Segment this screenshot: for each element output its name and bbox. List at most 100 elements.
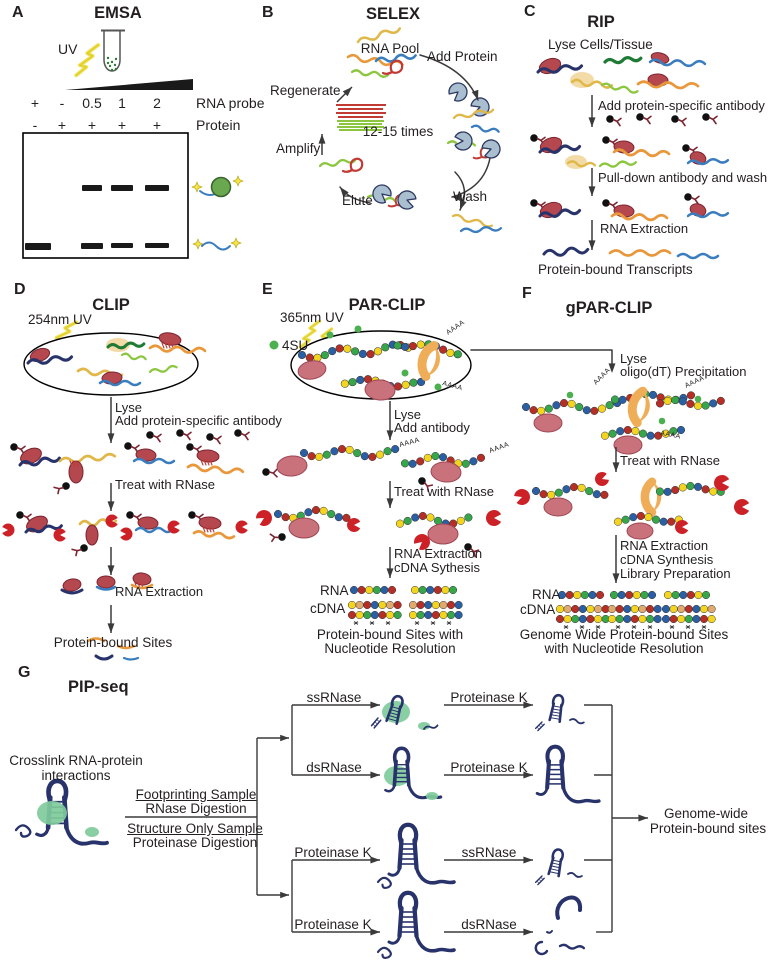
- rna-squiggle: [98, 379, 142, 387]
- lane-value: +: [57, 117, 67, 133]
- rna-squiggle: [558, 943, 586, 950]
- conversion-mark: [669, 625, 675, 629]
- conversion-mark: [414, 621, 420, 625]
- add-protein-label: Add Protein: [427, 49, 498, 64]
- protein-icon: [85, 524, 99, 546]
- antibody-icon: [262, 468, 278, 478]
- rna-squiggle: [106, 341, 146, 350]
- rnase-icon: [347, 518, 361, 532]
- cell-ellipse: [23, 332, 199, 396]
- rna-squiggle: [423, 724, 439, 730]
- protein-icon: [543, 497, 573, 517]
- uv-bolt-icon: [74, 43, 101, 78]
- panel-rip-artwork: [530, 52, 730, 260]
- rna-hairpin-icon: [384, 746, 443, 800]
- protein-icon: [427, 523, 459, 545]
- rna-squiggle: [686, 211, 730, 219]
- panel-emsa: A EMSA UV + - 0.5 1 2 RNA probe - + + + …: [0, 0, 264, 270]
- proteinase-k-label: Proteinase K: [294, 917, 372, 932]
- rna-hairpin-small: [381, 59, 404, 75]
- gel-band: [25, 243, 51, 250]
- rna-squiggle: [356, 27, 402, 44]
- panel-selex-artwork: [318, 27, 503, 234]
- rna-squiggle: [569, 718, 585, 725]
- conversion-mark: [430, 621, 436, 625]
- result-line1: Protein-bound Sites with: [316, 627, 464, 642]
- antibody-icon: [186, 443, 202, 455]
- rna-squiggle: [570, 78, 614, 89]
- connector-line: [550, 865, 560, 869]
- panel-emsa-artwork: [22, 29, 244, 259]
- rnase-icon: [120, 527, 133, 541]
- antibody-icon: [464, 543, 480, 558]
- rnase-icon: [53, 528, 66, 542]
- rna-curl-fragment: [376, 946, 392, 959]
- conversion-mark: [647, 625, 653, 629]
- crosslink-hatch: [69, 460, 79, 467]
- rna-curl-fragment: [14, 824, 32, 838]
- rna-squiggle: [538, 144, 582, 154]
- rna-squiggle: [566, 160, 597, 168]
- panel-letter-f: F: [522, 285, 532, 302]
- rna-duplex-fragment: [534, 721, 545, 732]
- antibody-icon: [176, 429, 192, 441]
- cdna-row-label: cDNA: [520, 602, 556, 617]
- conversion-mark: [369, 621, 375, 625]
- green-protein-blob: [384, 766, 410, 786]
- rna-squiggle: [608, 249, 672, 257]
- poly-a-tail: AAAA: [592, 367, 612, 387]
- antibody-icon: [684, 193, 700, 205]
- protein-icon: [132, 572, 152, 586]
- rna-squiggle: [603, 56, 643, 65]
- antibody-icon: [234, 429, 250, 441]
- antibody-icon: [71, 544, 88, 557]
- gel-band: [82, 185, 102, 191]
- panel-letter-g: G: [18, 664, 31, 681]
- proteinase-k-label: Proteinase K: [450, 760, 528, 775]
- uv-365-label: 365nm UV: [280, 310, 344, 325]
- rna-squiggle: [374, 53, 417, 63]
- panel-pip-seq-artwork: [14, 694, 648, 959]
- lane-value: +: [87, 117, 97, 133]
- conversion-mark: [563, 625, 569, 629]
- rna-hairpin-icon: [548, 694, 565, 724]
- rnase-icon: [514, 489, 530, 505]
- connector-line: [390, 709, 400, 713]
- rna-hairpin-icon: [535, 744, 601, 804]
- rna-hairpin-icon: [547, 848, 564, 878]
- protein-icon: [198, 516, 222, 530]
- rna-squiggle: [120, 352, 147, 361]
- protein-icon: [539, 201, 563, 219]
- crosslink-hatch: [200, 459, 213, 466]
- rna-squiggle: [186, 463, 245, 475]
- step-cdna-synthesis: cDNA Sythesis: [394, 560, 480, 575]
- ssrnase-label: ssRNase: [461, 845, 517, 860]
- rna-probe-label: RNA probe: [196, 95, 265, 111]
- rna-hairpin-icon: [387, 890, 456, 953]
- lane-value: -: [32, 117, 38, 133]
- green-protein-blob: [426, 792, 438, 800]
- rna-squiggle: [538, 208, 582, 218]
- rna-pool-label: RNA Pool: [360, 41, 420, 56]
- amplify-label: Amplify: [276, 141, 321, 156]
- conversion-mark: [385, 621, 391, 625]
- rna-row-label: RNA: [532, 587, 561, 602]
- panel-g-title: PIP-seq: [68, 678, 129, 696]
- cdna-row-label: cDNA: [310, 601, 346, 616]
- panel-c-title: RIP: [587, 13, 615, 31]
- bead-rna-chain: [655, 395, 725, 410]
- gel-band: [81, 243, 103, 249]
- rna-squiggle: [451, 213, 493, 228]
- dsrnase-label: dsRNase: [461, 917, 517, 932]
- step-lyse: Lyse: [115, 400, 142, 415]
- antibody-icon: [53, 482, 70, 495]
- result-line2: Nucleotide Resolution: [324, 641, 456, 656]
- panel-letter-a: A: [12, 4, 24, 21]
- panel-pip-seq: G PIP-seq Crosslink RNA-protein interact…: [0, 660, 768, 961]
- rnase-icon: [734, 499, 750, 515]
- protein-icon: [288, 517, 320, 539]
- rna-squiggle: [542, 246, 590, 257]
- rna-squiggle: [148, 364, 178, 374]
- bead-rna-chain: [555, 614, 610, 624]
